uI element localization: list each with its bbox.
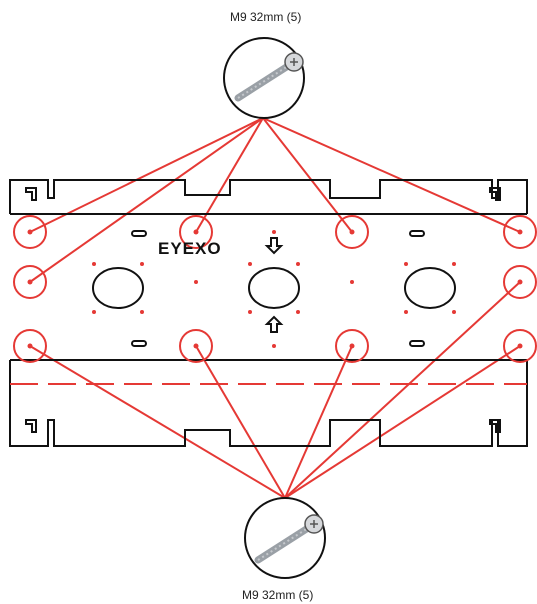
connector-lines-top (29, 117, 521, 283)
mount-plate (9, 179, 528, 447)
screw-icon-top (223, 37, 305, 119)
screw-points (27, 229, 523, 349)
small-slots (131, 230, 425, 347)
screw-icon-bottom (244, 497, 326, 579)
screw-highlight-circles (13, 215, 537, 363)
screw-label-bottom: M9 32mm (5) (242, 588, 314, 602)
connector-lines-bottom (29, 281, 521, 499)
brand-logo: EYEXO (158, 239, 222, 258)
screw-label-top: M9 32mm (5) (230, 10, 302, 24)
down-arrow-icon (264, 237, 284, 255)
up-arrow-icon (264, 315, 284, 333)
large-holes (92, 267, 456, 309)
